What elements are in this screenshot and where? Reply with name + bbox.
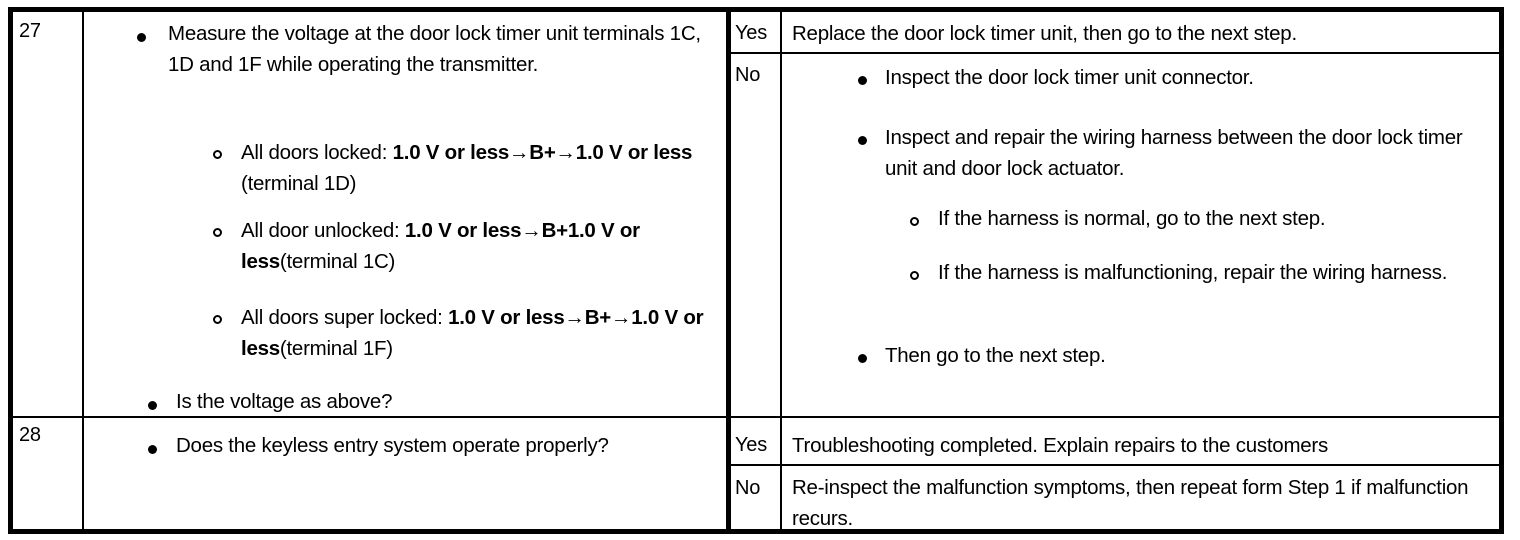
spec-1-value: 1.0 V or less→B+→1.0 V or less	[392, 141, 693, 164]
yesno-column-divider	[780, 12, 782, 529]
row27-yes-no-divider	[726, 52, 1499, 54]
spec-2-terminal: (terminal 1C)	[279, 249, 396, 273]
row27-action-no-sub-2: If the harness is malfunctioning, repair…	[938, 261, 1448, 284]
bullet-dot-icon	[148, 401, 157, 410]
step-number-28: 28	[19, 424, 41, 446]
row27-spec-item-1: All doors locked: 1.0 V or less→B+→1.0 V…	[241, 138, 711, 199]
spec-1-terminal: (terminal 1D)	[241, 141, 698, 195]
row27-spec-item-2: All door unlocked: 1.0 V or less→B+1.0 V…	[241, 216, 711, 277]
row28-result-label-no: No	[735, 477, 761, 499]
spec-3-lead: All doors super locked:	[241, 306, 449, 329]
hollow-circle-icon	[910, 217, 919, 226]
hollow-circle-icon	[910, 271, 919, 280]
row27-action-no-sub-1: If the harness is normal, go to the next…	[938, 207, 1326, 230]
bullet-dot-icon	[137, 33, 146, 42]
step-column-divider	[82, 12, 84, 529]
spec-2-lead: All door unlocked:	[241, 219, 405, 242]
row-divider-27-28	[13, 416, 1499, 418]
hollow-circle-icon	[213, 315, 222, 324]
bullet-dot-icon	[148, 445, 157, 454]
row27-spec-item-3: All doors super locked: 1.0 V or less→B+…	[241, 303, 711, 364]
row27-action-no-item-2: Inspect and repair the wiring harness be…	[885, 126, 1468, 180]
procedure-result-divider	[726, 12, 731, 529]
row27-action-no-final: Then go to the next step.	[885, 344, 1106, 367]
row28-action-yes: Troubleshooting completed. Explain repai…	[792, 434, 1328, 457]
spec-1-lead: All doors locked:	[241, 141, 393, 164]
bullet-dot-icon	[858, 354, 867, 363]
step-number-27: 27	[19, 20, 41, 42]
bullet-dot-icon	[858, 136, 867, 145]
row27-action-yes: Replace the door lock timer unit, then g…	[792, 22, 1297, 45]
spec-3-value: 1.0 V or less→B+→1.0 V or less	[241, 306, 709, 360]
row28-procedure-question: Does the keyless entry system operate pr…	[176, 434, 609, 457]
spec-2-value: 1.0 V or less→B+1.0 V or less	[241, 219, 646, 273]
row27-result-label-no: No	[735, 64, 761, 86]
hollow-circle-icon	[213, 228, 222, 237]
row28-yes-no-divider	[726, 464, 1499, 466]
row27-procedure-main: Measure the voltage at the door lock tim…	[168, 22, 707, 76]
troubleshooting-table: 27 Measure the voltage at the door lock …	[8, 7, 1504, 534]
hollow-circle-icon	[213, 150, 222, 159]
row28-action-no: Re-inspect the malfunction symptoms, the…	[792, 476, 1474, 530]
spec-3-terminal: (terminal 1F)	[279, 336, 393, 360]
row27-procedure-question: Is the voltage as above?	[176, 390, 393, 413]
row27-action-no-item-1: Inspect the door lock timer unit connect…	[885, 66, 1254, 89]
bullet-dot-icon	[858, 76, 867, 85]
row27-result-label-yes: Yes	[735, 22, 768, 44]
row28-result-label-yes: Yes	[735, 434, 768, 456]
